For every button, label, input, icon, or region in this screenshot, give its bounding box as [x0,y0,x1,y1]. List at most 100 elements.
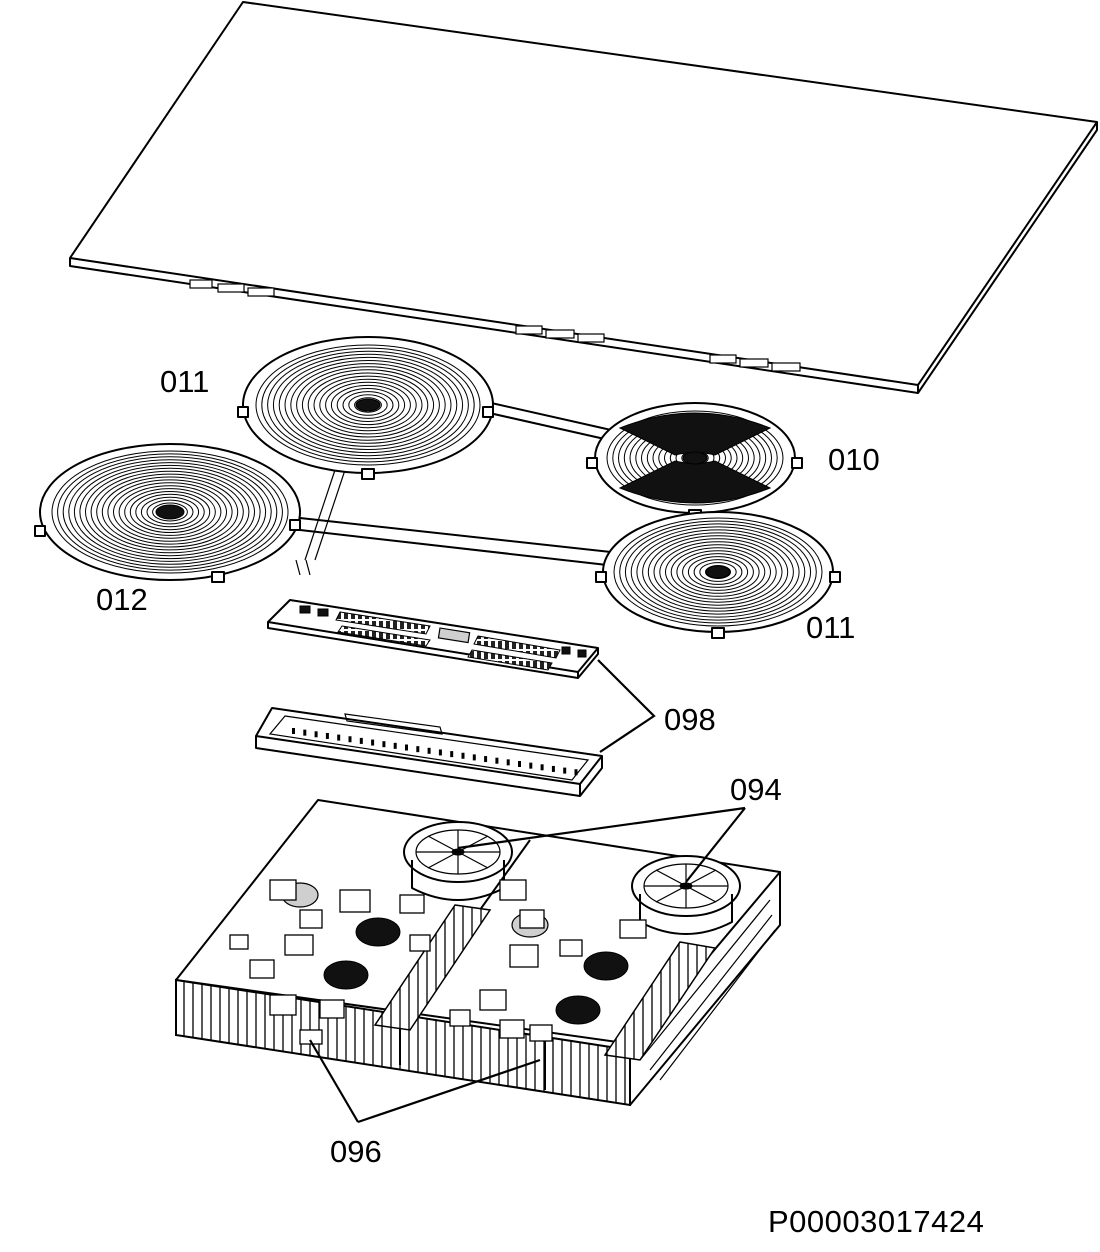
label-part-094: 094 [730,772,782,807]
induction-coil-010 [586,402,803,521]
label-zone-011-bottom: 011 [806,610,855,645]
induction-coil-011-bottom [595,511,841,639]
coil-winding [129,491,211,533]
glass-top-plate [69,1,1098,394]
coil-winding [653,538,783,606]
cooling-fan-left [403,821,513,901]
label-zone-010: 010 [828,442,880,477]
electronic-component [339,889,371,913]
coil-winding [642,532,794,612]
coil-winding [606,410,784,506]
label-zone-012: 012 [96,582,148,617]
electronic-component [619,919,647,939]
coil-winding [272,353,464,457]
coil-winding [51,450,289,574]
coil-winding [296,366,440,444]
coil-winding [146,499,194,525]
coil-winding [682,553,754,591]
power-module-assembly [175,799,781,1107]
electronic-component [269,879,297,901]
coil-winding [325,381,411,429]
frame-clip [438,749,442,756]
electronic-component [559,939,583,957]
coil-winding [85,467,255,557]
frame-clip [450,751,454,758]
electronic-component [529,1024,553,1042]
label-part-098: 098 [664,702,716,737]
coil-winding [79,464,261,560]
coil-winding [118,485,222,539]
frame-clip [495,757,499,764]
drawing-code: P00003017424 [768,1204,984,1239]
frame-clip [484,756,488,763]
frame-clip [416,746,420,753]
coil-winding [624,523,812,621]
electronic-component [269,994,297,1016]
leader-lines [309,659,746,1124]
electronic-component [229,934,249,950]
coil-winding [659,541,777,603]
coil-winding [73,462,267,562]
induction-coil-012 [34,443,301,583]
coil-winding [319,378,417,432]
coil-winding [96,473,244,551]
electronic-component [449,1009,471,1027]
coil-winding [135,493,205,531]
frame-clip [529,762,533,769]
frame-clip [292,728,295,734]
coil-winding [647,535,789,609]
electronic-component [284,934,314,956]
coil-winding [670,547,766,597]
electronic-component [399,894,425,914]
coil-winding [613,517,823,627]
coil-winding [619,520,817,624]
electronic-component [479,989,507,1011]
coil-winding [330,384,406,426]
electronic-component [249,959,275,979]
coil-winding [113,482,227,542]
coil-winding [107,479,233,545]
frame-clip [348,736,352,743]
coil-winding [307,372,429,438]
coil-winding [301,369,435,441]
frame-clip [518,761,521,767]
coil-winding [62,456,278,568]
frame-clip [371,739,375,746]
frame-clip [337,734,341,741]
coil-winding [342,391,394,419]
control-board-frame [255,707,603,797]
frame-clip [325,732,329,739]
frame-clip [405,744,408,751]
coil-winding [687,556,749,588]
electronic-component [499,879,527,901]
electronic-component [499,1019,525,1039]
frame-clip [303,729,307,736]
coil-winding [693,559,743,585]
frame-clip [472,754,476,761]
coil-winding [255,344,481,466]
coil-winding [348,394,388,416]
coil-winding [68,459,272,565]
coil-winding [336,388,400,422]
label-part-096: 096 [330,1134,382,1169]
electronic-component [299,1029,323,1045]
frame-clip [540,764,544,771]
coil-winding [290,363,446,447]
frame-clip [314,731,318,738]
coil-winding [124,488,216,536]
coil-winding [313,375,423,435]
coil-winding [665,544,771,600]
coil-winding [676,550,760,594]
coil-winding [284,360,452,450]
coil-winding [261,347,475,463]
electronic-component [299,909,323,929]
coil-winding [152,502,188,522]
electronic-component [319,999,345,1019]
frame-clip [393,742,397,749]
coil-winding [354,397,382,413]
coil-winding [630,526,806,618]
control-board [267,599,599,679]
frame-clip [427,747,431,754]
electronic-component [409,934,431,952]
frame-clip [506,759,510,766]
